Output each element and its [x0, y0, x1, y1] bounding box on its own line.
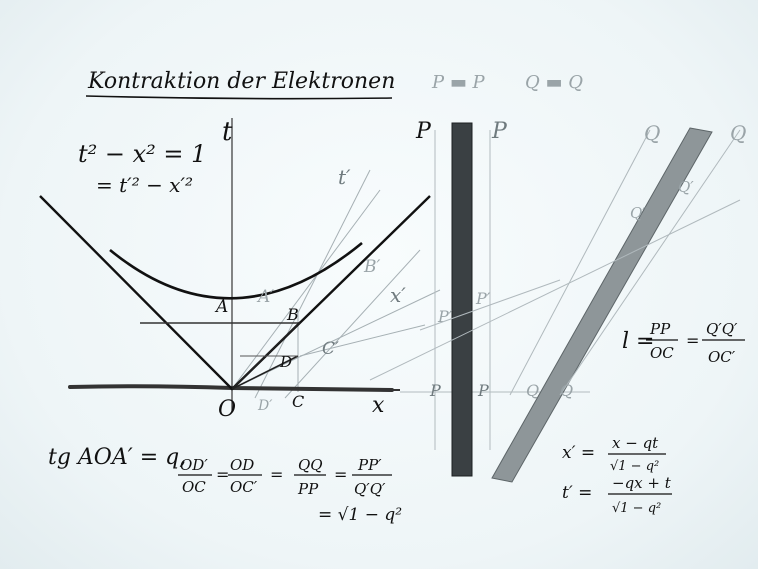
ratio-f4-num: PP′	[357, 456, 382, 474]
line-o-d	[231, 355, 299, 390]
rod-P-top-left: P	[415, 119, 432, 144]
point-D-prime: D′	[257, 398, 273, 414]
ratio-f3-den: PP	[297, 480, 319, 498]
t-prime-label: t′	[338, 165, 351, 189]
lorentz-t-lhs: t′ =	[562, 483, 592, 503]
rod-Q-bottom-right: Q	[560, 381, 573, 400]
lorentz-x-den: √1 − q²	[610, 459, 659, 474]
rod-Q-top-left: Q	[644, 121, 660, 145]
ratio-formula: OD′ OC = OD OC′ = QQ PP = PP′ Q′Q′ = √1 …	[178, 456, 402, 525]
lorentz-t-den: √1 − q²	[612, 501, 661, 516]
rod-Q-prime-1: Q′	[630, 204, 646, 222]
construction-lines	[231, 169, 441, 399]
rod-Q-prime-2: Q′	[678, 178, 694, 196]
point-C: C	[292, 392, 304, 411]
rod-Q-bottom-left: Q	[526, 381, 539, 400]
point-D: D	[279, 353, 292, 371]
rod-moving	[491, 127, 713, 483]
length-lhs: l =	[622, 329, 654, 354]
length-f2-den: OC′	[708, 348, 736, 366]
x-prime-label: x′	[390, 283, 406, 307]
length-f2-num: Q′Q′	[706, 320, 738, 338]
ratio-f2-den: OC′	[230, 478, 258, 496]
rod-P-bottom-right: P	[477, 381, 489, 400]
point-A: A	[214, 297, 228, 317]
worldline-faint-1	[254, 169, 371, 399]
lorentz-formulas: x′ = x − qt √1 − q² t′ = −qx + t √1 − q²	[562, 434, 672, 516]
ratio-result: = √1 − q²	[318, 505, 402, 525]
light-cone	[39, 195, 431, 391]
svg-text:=: =	[334, 465, 347, 484]
point-A-prime: A′	[256, 287, 274, 307]
rod-header-left: P ▬ P	[431, 72, 486, 93]
hyperbola	[109, 241, 363, 300]
rod-P-mid: P′	[437, 307, 453, 326]
point-C-prime: C′	[322, 339, 339, 359]
rod-header-right: Q ▬ Q	[525, 72, 583, 93]
simultaneity-faint	[299, 324, 426, 357]
point-B-prime: B′	[363, 257, 380, 277]
ratio-f4-den: Q′Q′	[354, 480, 386, 498]
rod-guides	[400, 130, 590, 450]
invariant-line1: t² − x² = 1	[78, 140, 206, 168]
lorentz-t-num: −qx + t	[612, 474, 672, 492]
point-B: B	[286, 305, 299, 324]
lorentz-x-lhs: x′ =	[562, 443, 595, 463]
t-axis-label: t	[222, 117, 233, 147]
length-f1-den: OC	[650, 344, 674, 362]
moving-guides	[369, 129, 741, 396]
svg-text:=: =	[216, 465, 229, 484]
title-underline	[85, 95, 393, 100]
rod-Q-top-right: Q	[730, 121, 746, 145]
ratio-f1-den: OC	[182, 478, 206, 496]
worldline-faint-2	[284, 249, 421, 399]
length-eq: =	[686, 331, 699, 350]
rod-P-mid2: P′	[475, 289, 491, 308]
length-f1-num: PP	[649, 320, 671, 338]
tangent-formula: tg AOA′ = q,	[48, 445, 186, 470]
origin-label: O	[218, 397, 236, 422]
length-formula: l = PP OC = Q′Q′ OC′	[622, 320, 745, 366]
invariant-line2: = t′² − x′²	[96, 173, 193, 197]
svg-text:=: =	[270, 465, 283, 484]
ratio-f3-num: QQ	[298, 456, 323, 474]
x-axis	[68, 384, 394, 392]
t-prime-axis	[231, 189, 381, 390]
rod-stationary	[451, 122, 473, 477]
ratio-f1-num: OD′	[180, 456, 208, 474]
x-axis-label: x	[372, 393, 385, 418]
ratio-f2-num: OD	[230, 456, 254, 474]
lorentz-x-num: x − qt	[612, 434, 659, 452]
rod-P-top-right: P	[491, 119, 508, 144]
title: Kontraktion der Elektronen	[87, 69, 395, 94]
rod-P-bottom-left: P	[429, 381, 441, 400]
